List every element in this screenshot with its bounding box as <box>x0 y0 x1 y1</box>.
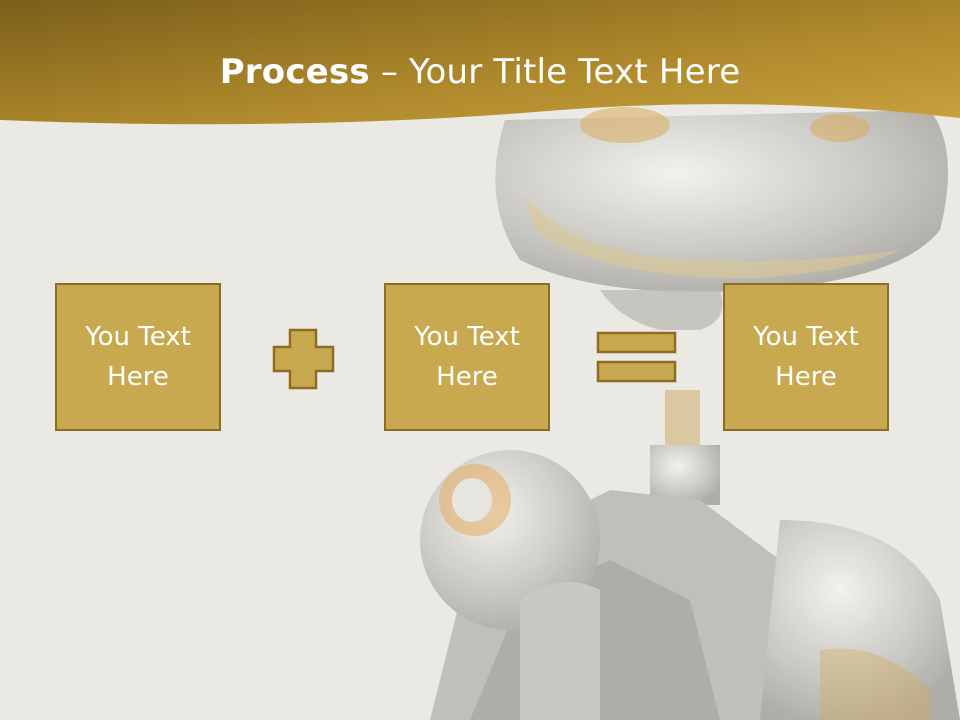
process-box-3[interactable]: You Text Here <box>723 283 889 431</box>
slide-title: Process – Your Title Text Here <box>0 52 960 92</box>
equals-icon <box>596 331 677 383</box>
process-box-3-text: You Text Here <box>753 322 859 392</box>
process-box-2-text: You Text Here <box>414 322 520 392</box>
process-box-1[interactable]: You Text Here <box>55 283 221 431</box>
process-box-2[interactable]: You Text Here <box>384 283 550 431</box>
plus-icon <box>272 328 335 390</box>
slide-title-rest: – Your Title Text Here <box>369 52 741 92</box>
process-box-1-text: You Text Here <box>85 322 191 392</box>
robot-illustration <box>420 107 960 720</box>
title-banner <box>0 0 960 125</box>
slide-title-bold: Process <box>219 52 370 92</box>
